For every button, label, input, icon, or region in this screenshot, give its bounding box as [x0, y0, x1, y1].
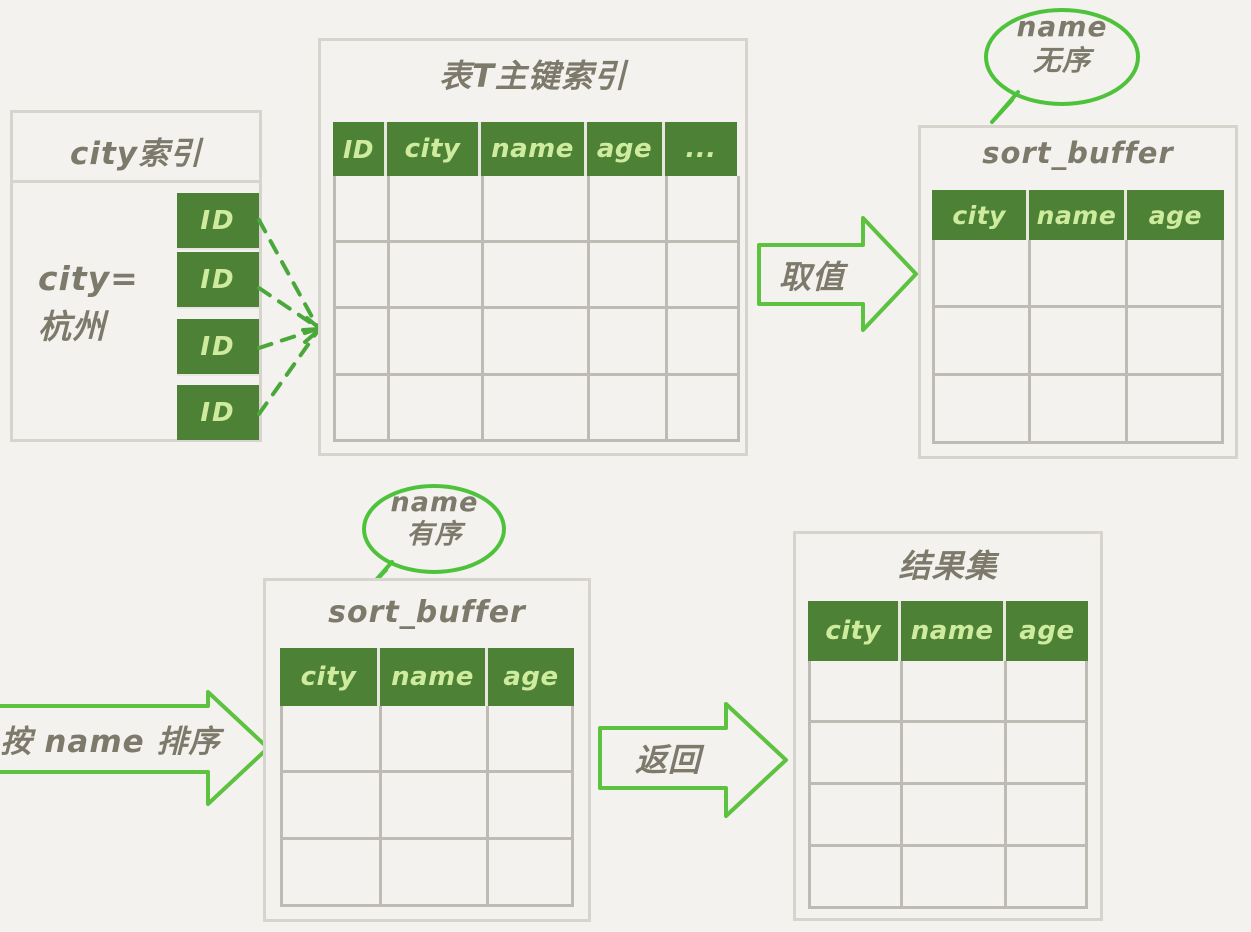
city-index-entry-1: ID: [177, 252, 259, 309]
primary-index-body: [333, 176, 740, 442]
sort-buffer-sorted-title: sort_buffer: [328, 595, 526, 630]
table-cell: [381, 706, 489, 773]
primary-index-header-row: ID city name age ...: [333, 122, 737, 176]
table-cell: [336, 176, 390, 243]
unsorted-bubble-text: name 无序: [1016, 10, 1108, 77]
table-cell: [1031, 240, 1128, 308]
sort-buffer-unsorted-title: sort_buffer: [982, 136, 1174, 170]
table-cell: [1127, 240, 1224, 308]
table-cell: [1006, 785, 1088, 847]
table-cell: [811, 785, 904, 847]
sb-unsorted-col-age: age: [1126, 190, 1224, 240]
primary-index-col-id: ID: [333, 122, 387, 176]
sorted-bubble-text: name 有序: [390, 487, 479, 551]
city-index-condition: city= 杭州: [38, 259, 139, 346]
table-cell: [488, 773, 574, 840]
table-cell: [811, 847, 904, 909]
table-cell: [811, 723, 904, 785]
table-cell: [336, 242, 390, 309]
city-index-divider: [13, 180, 259, 183]
table-cell: [935, 240, 1032, 308]
table-cell: [935, 376, 1032, 444]
sort-buffer-sorted-header-row: city name age: [280, 648, 574, 706]
sort-arrow-label: 按 name 排序: [0, 723, 221, 760]
table-cell: [283, 706, 382, 773]
result-set-body: [808, 661, 1088, 909]
table-cell: [668, 242, 740, 309]
table-cell: [1127, 376, 1224, 444]
primary-index-col-more: ...: [665, 122, 737, 176]
result-set-title: 结果集: [898, 547, 998, 585]
table-cell: [488, 840, 574, 907]
table-cell: [390, 176, 484, 243]
return-arrow-label: 返回: [634, 741, 701, 779]
table-cell: [668, 309, 740, 376]
sb-unsorted-col-name: name: [1029, 190, 1127, 240]
primary-index-title: 表T主键索引: [439, 57, 627, 95]
primary-index-col-name: name: [481, 122, 587, 176]
table-cell: [1127, 308, 1224, 376]
sort-arrow: [0, 690, 272, 808]
table-cell: [668, 176, 740, 243]
table-cell: [590, 309, 668, 376]
table-cell: [484, 176, 590, 243]
table-cell: [283, 840, 382, 907]
table-cell: [390, 375, 484, 442]
table-cell: [1006, 661, 1088, 723]
table-cell: [381, 840, 489, 907]
sort-buffer-unsorted-body: [932, 240, 1224, 444]
result-set-col-name: name: [901, 601, 1006, 661]
table-cell: [935, 308, 1032, 376]
sb-sorted-col-name: name: [380, 648, 488, 706]
table-cell: [484, 242, 590, 309]
result-set-col-age: age: [1005, 601, 1088, 661]
table-cell: [1031, 376, 1128, 444]
table-cell: [590, 176, 668, 243]
city-index-entry-3: ID: [177, 385, 259, 440]
table-cell: [283, 773, 382, 840]
table-cell: [903, 847, 1007, 909]
table-cell: [336, 309, 390, 376]
sb-unsorted-col-city: city: [932, 190, 1030, 240]
sort-buffer-sorted-body: [280, 706, 574, 907]
table-cell: [903, 785, 1007, 847]
sb-sorted-col-age: age: [488, 648, 574, 706]
table-cell: [903, 661, 1007, 723]
table-cell: [390, 242, 484, 309]
table-cell: [488, 706, 574, 773]
table-cell: [336, 375, 390, 442]
fetch-arrow: [757, 215, 919, 335]
table-cell: [811, 661, 904, 723]
table-cell: [1031, 308, 1128, 376]
index-to-table-connectors: [257, 218, 321, 416]
return-arrow: [598, 702, 790, 820]
city-index-entry-2: ID: [177, 319, 259, 376]
primary-index-col-city: city: [387, 122, 481, 176]
table-cell: [381, 773, 489, 840]
table-cell: [390, 309, 484, 376]
table-cell: [484, 309, 590, 376]
result-set-header-row: city name age: [808, 601, 1088, 661]
table-cell: [668, 375, 740, 442]
sb-sorted-col-city: city: [280, 648, 380, 706]
table-cell: [590, 242, 668, 309]
table-cell: [484, 375, 590, 442]
primary-index-col-age: age: [587, 122, 665, 176]
table-cell: [590, 375, 668, 442]
table-cell: [1006, 723, 1088, 785]
sort-buffer-unsorted-header-row: city name age: [932, 190, 1224, 240]
fetch-arrow-label: 取值: [778, 258, 845, 296]
table-cell: [1006, 847, 1088, 909]
city-index-entry-0: ID: [177, 193, 259, 250]
result-set-col-city: city: [808, 601, 902, 661]
table-cell: [903, 723, 1007, 785]
city-index-title: city索引: [69, 136, 203, 172]
unsorted-bubble: [972, 5, 1147, 125]
